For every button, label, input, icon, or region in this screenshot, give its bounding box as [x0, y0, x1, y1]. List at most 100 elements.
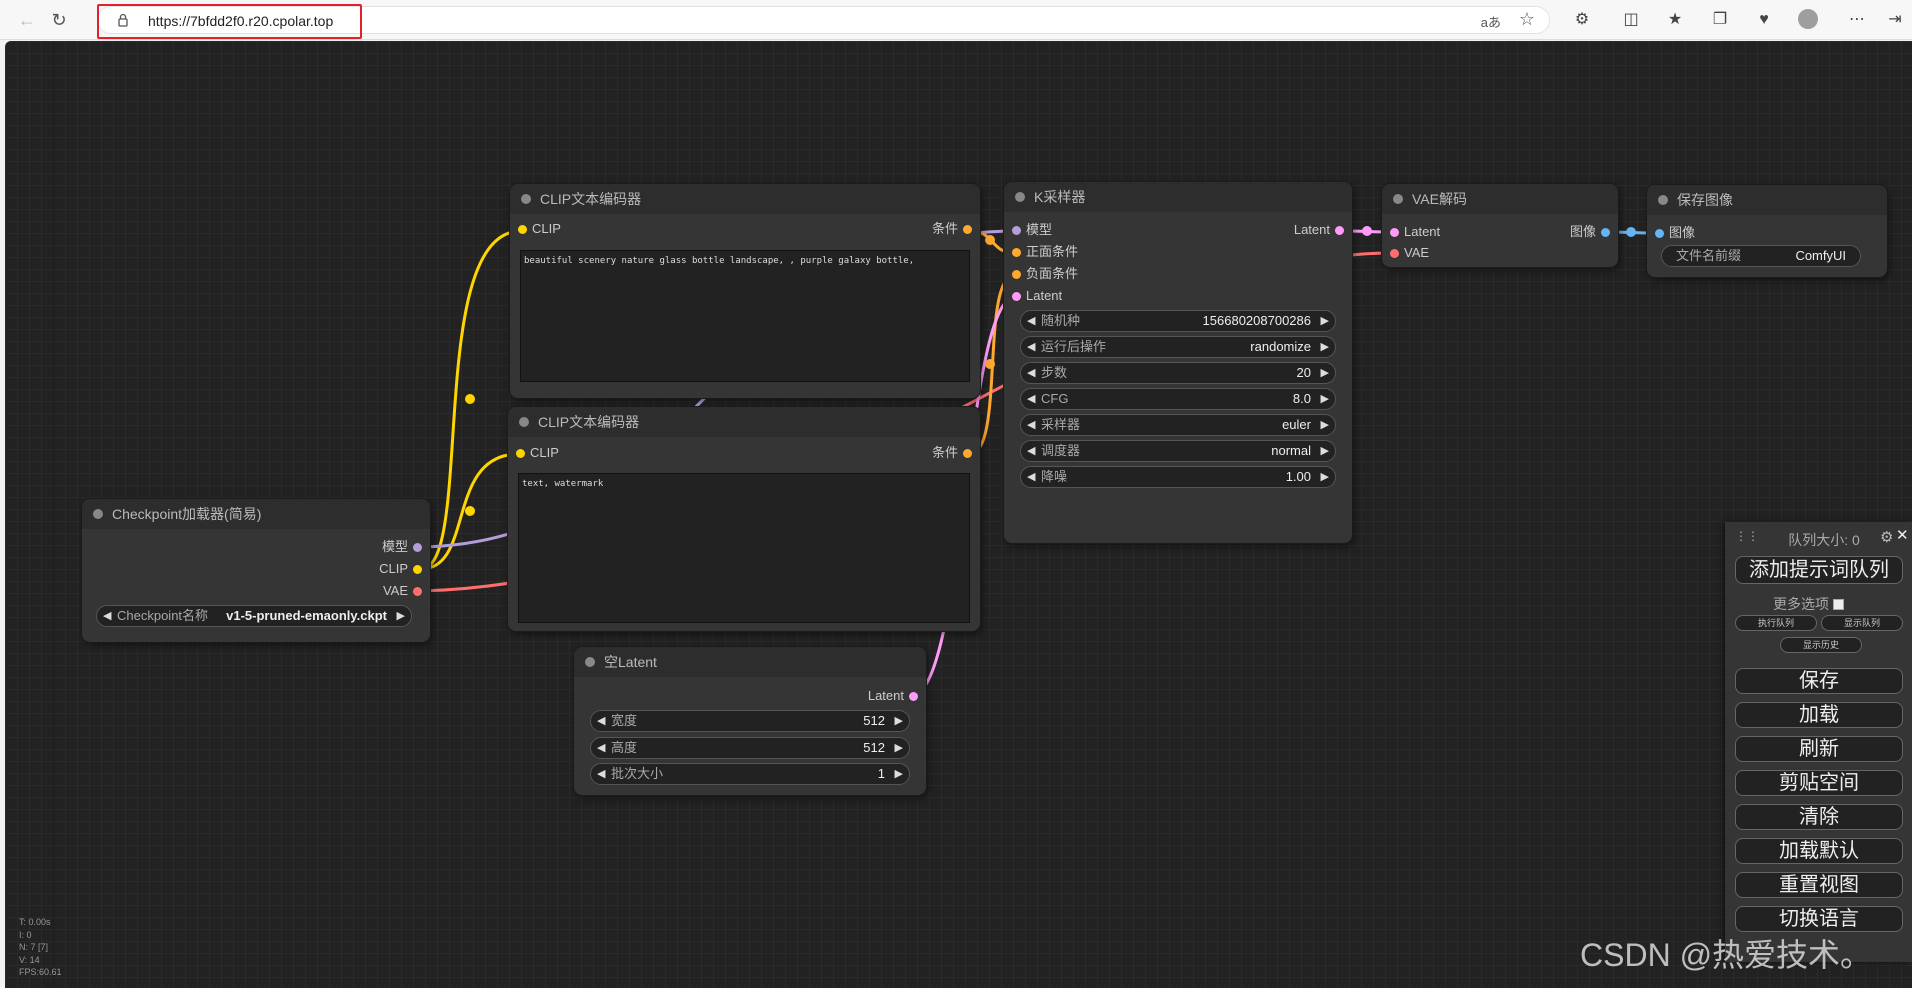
health-icon[interactable]: ♥: [1759, 11, 1769, 28]
collapse-dot[interactable]: [1393, 194, 1403, 204]
extensions-icon[interactable]: ⚙: [1574, 11, 1590, 28]
widget-label: CFG: [1041, 391, 1069, 406]
arrow-right-icon[interactable]: ▶: [1320, 445, 1329, 457]
input-slot-positive[interactable]: 正面条件: [1008, 243, 1078, 261]
collapse-dot[interactable]: [1658, 195, 1668, 205]
read-aloud-icon[interactable]: aあ: [1480, 15, 1501, 30]
arrow-right-icon[interactable]: ▶: [1320, 341, 1329, 353]
refresh-button[interactable]: 刷新: [1735, 736, 1903, 762]
reset-view-button[interactable]: 重置视图: [1735, 872, 1903, 898]
input-slot-clip[interactable]: CLIP: [514, 220, 561, 238]
input-slot-image[interactable]: 图像: [1651, 224, 1695, 242]
collapse-dot[interactable]: [1015, 192, 1025, 202]
save-image-node[interactable]: 保存图像 图像 文件名前缀 ComfyUI: [1647, 185, 1887, 277]
more-menu-icon[interactable]: ⋯: [1849, 11, 1865, 28]
prompt-textarea[interactable]: beautiful scenery nature glass bottle la…: [520, 250, 970, 382]
output-slot-latent[interactable]: Latent: [868, 687, 922, 705]
arrow-left-icon[interactable]: ◀: [597, 742, 606, 754]
arrow-right-icon[interactable]: ▶: [894, 742, 903, 754]
show-queue-button[interactable]: 显示队列: [1821, 615, 1903, 631]
output-slot-conditioning[interactable]: 条件: [932, 444, 976, 462]
clear-button[interactable]: 清除: [1735, 804, 1903, 830]
arrow-right-icon[interactable]: ▶: [1320, 471, 1329, 483]
output-slot-vae[interactable]: VAE: [383, 582, 426, 600]
load-default-button[interactable]: 加载默认: [1735, 838, 1903, 864]
input-slot-model[interactable]: 模型: [1008, 221, 1052, 239]
arrow-right-icon[interactable]: ▶: [1320, 393, 1329, 405]
output-slot-image[interactable]: 图像: [1570, 223, 1614, 241]
node-title: CLIP文本编码器: [508, 407, 980, 437]
show-history-button[interactable]: 显示历史: [1780, 637, 1862, 653]
arrow-left-icon[interactable]: ◀: [1027, 341, 1036, 353]
sidebar-exit-icon[interactable]: ⇥: [1888, 11, 1902, 28]
more-options-checkbox[interactable]: [1833, 599, 1844, 610]
arrow-right-icon[interactable]: ▶: [894, 768, 903, 780]
arrow-left-icon[interactable]: ◀: [103, 610, 112, 622]
arrow-left-icon[interactable]: ◀: [1027, 419, 1036, 431]
arrow-left-icon[interactable]: ◀: [1027, 445, 1036, 457]
arrow-left-icon[interactable]: ◀: [1027, 367, 1036, 379]
arrow-left-icon[interactable]: ◀: [1027, 315, 1036, 327]
collapse-dot[interactable]: [93, 509, 103, 519]
execute-queue-button[interactable]: 执行队列: [1735, 615, 1817, 631]
collapse-dot[interactable]: [519, 417, 529, 427]
arrow-left-icon[interactable]: ◀: [597, 768, 606, 780]
save-button[interactable]: 保存: [1735, 668, 1903, 694]
arrow-left-icon[interactable]: ◀: [1027, 471, 1036, 483]
arrow-right-icon[interactable]: ▶: [894, 715, 903, 727]
input-slot-latent[interactable]: Latent: [1008, 287, 1062, 305]
favorites-icon[interactable]: ★: [1667, 11, 1683, 28]
vae-decode-node[interactable]: VAE解码 Latent VAE 图像: [1382, 184, 1618, 267]
filename-prefix-field[interactable]: 文件名前缀 ComfyUI: [1661, 245, 1861, 267]
clipspace-button[interactable]: 剪贴空间: [1735, 770, 1903, 796]
input-slot-clip[interactable]: CLIP: [512, 444, 559, 462]
arrow-left-icon[interactable]: ◀: [597, 715, 606, 727]
collapse-dot[interactable]: [521, 194, 531, 204]
arrow-right-icon[interactable]: ▶: [1320, 315, 1329, 327]
more-options-toggle[interactable]: 更多选项: [1773, 594, 1844, 614]
output-slot-clip[interactable]: CLIP: [379, 560, 426, 578]
back-icon[interactable]: ←: [18, 10, 36, 30]
arrow-left-icon[interactable]: ◀: [1027, 393, 1036, 405]
graph-canvas[interactable]: CLIP文本编码器 CLIP 条件 beautiful scenery natu…: [5, 41, 1912, 988]
collapse-dot[interactable]: [585, 657, 595, 667]
arrow-right-icon[interactable]: ▶: [396, 610, 405, 622]
arrow-right-icon[interactable]: ▶: [1320, 367, 1329, 379]
address-bar[interactable]: https://7bfdd2f0.r20.cpolar.top aあ ☆: [97, 6, 1550, 34]
clip-text-encoder-positive-node[interactable]: CLIP文本编码器 CLIP 条件 beautiful scenery natu…: [510, 184, 980, 398]
close-icon[interactable]: ✕: [1896, 527, 1909, 544]
clip-text-encoder-negative-node[interactable]: CLIP文本编码器 CLIP 条件 text, watermark: [508, 407, 980, 631]
profile-avatar[interactable]: [1797, 9, 1819, 31]
load-button[interactable]: 加载: [1735, 702, 1903, 728]
collections-icon[interactable]: ❐: [1712, 11, 1728, 28]
drag-handle-icon[interactable]: ⋮⋮: [1735, 529, 1759, 543]
checkpoint-name-combo[interactable]: ◀ Checkpoint名称 v1-5-pruned-emaonly.ckpt …: [96, 605, 412, 627]
reload-icon[interactable]: ↻: [51, 10, 67, 30]
split-screen-icon[interactable]: ◫: [1623, 11, 1639, 28]
queue-prompt-button[interactable]: 添加提示词队列: [1735, 556, 1903, 584]
checkpoint-loader-node[interactable]: Checkpoint加载器(简易) 模型 CLIP VAE ◀ Checkpoi…: [82, 499, 430, 642]
arrow-right-icon[interactable]: ▶: [1320, 419, 1329, 431]
favorite-star-icon[interactable]: ☆: [1518, 9, 1535, 29]
input-slot-negative[interactable]: 负面条件: [1008, 265, 1078, 283]
output-slot-latent[interactable]: Latent: [1294, 221, 1348, 239]
output-slot-model[interactable]: 模型: [382, 538, 426, 556]
input-slot-vae[interactable]: VAE: [1386, 244, 1429, 262]
switch-language-button[interactable]: 切换语言: [1735, 906, 1903, 932]
prompt-textarea[interactable]: text, watermark: [518, 473, 970, 623]
settings-gear-icon[interactable]: ⚙: [1880, 529, 1894, 546]
input-slot-latent[interactable]: Latent: [1386, 223, 1440, 241]
output-slot-conditioning[interactable]: 条件: [932, 220, 976, 238]
